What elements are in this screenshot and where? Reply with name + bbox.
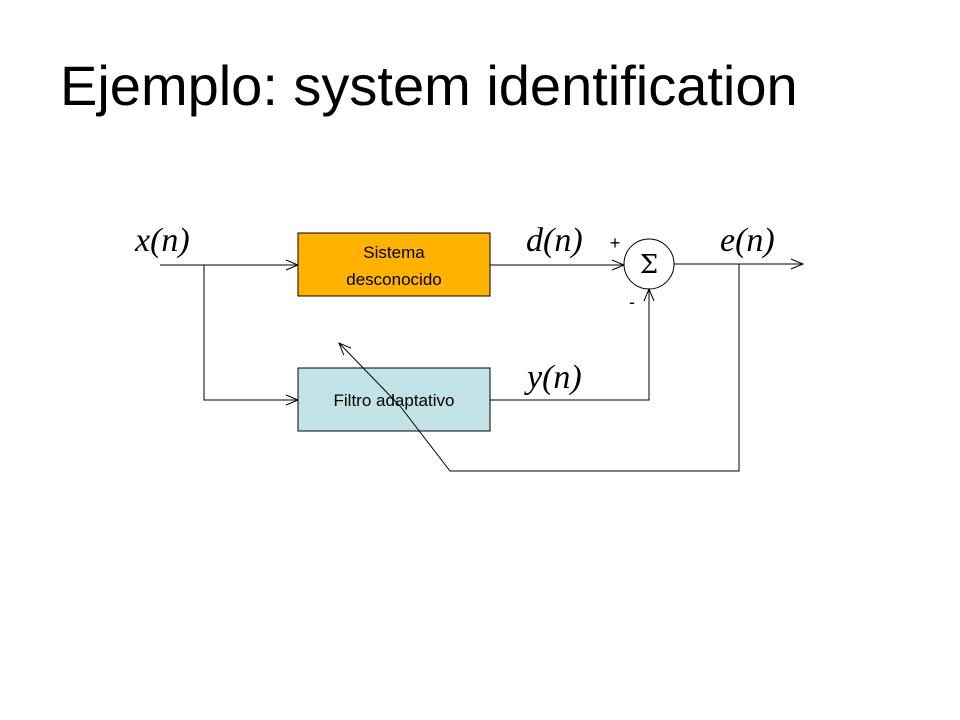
unknown-system-block [297,232,491,297]
output-signal-line [490,289,649,401]
unknown-system-label-line1: Sistema [363,243,425,262]
slide-title: Ejemplo: system identification [60,54,798,117]
signal-d-label: d(n) [526,222,583,259]
signal-e-label: e(n) [720,222,775,259]
plus-sign: + [610,233,621,253]
signal-y-label: y(n) [524,359,582,396]
error-feedback-line [399,264,740,472]
adaptation-arrow [339,343,401,407]
signal-x-label: x(n) [134,222,190,259]
minus-sign: - [629,292,635,312]
unknown-system-label-line2: desconocido [346,270,441,289]
sigma-symbol: Σ [640,250,658,280]
input-branch-line [203,265,298,400]
